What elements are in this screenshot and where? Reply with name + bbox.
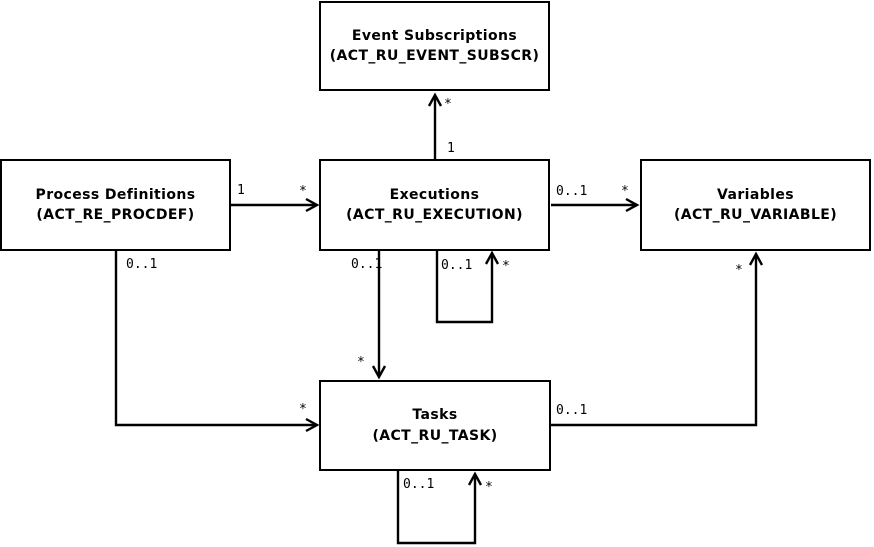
multiplicity-tasks-variables-source: 0..1: [556, 403, 588, 418]
multiplicity-executions-self-source: 0..1: [441, 258, 473, 273]
node-event-subscriptions: Event Subscriptions (ACT_RU_EVENT_SUBSCR…: [319, 1, 550, 91]
node-event-subscriptions-table: (ACT_RU_EVENT_SUBSCR): [329, 48, 540, 64]
node-variables-table: (ACT_RU_VARIABLE): [673, 207, 838, 223]
multiplicity-executions-variables-source: 0..1: [556, 184, 588, 199]
node-tasks: Tasks (ACT_RU_TASK): [319, 380, 551, 471]
node-tasks-title: Tasks: [412, 407, 458, 424]
multiplicity-executions-tasks-target: *: [357, 355, 365, 370]
edge-tasks-self-loop: [396, 470, 483, 545]
edge-executions-self-loop: [435, 250, 500, 324]
multiplicity-procdef-executions-target: *: [299, 184, 307, 199]
node-executions-table: (ACT_RU_EXECUTION): [346, 207, 523, 223]
multiplicity-executions-eventsubscriptions-target: *: [444, 97, 452, 112]
multiplicity-tasks-variables-target: *: [735, 263, 743, 278]
edge-tasks-variables: [551, 251, 764, 427]
multiplicity-tasks-self-source: 0..1: [403, 477, 435, 492]
multiplicity-procdef-executions-source: 1: [237, 183, 245, 198]
multiplicity-tasks-self-target: *: [485, 480, 493, 495]
node-process-definitions-table: (ACT_RE_PROCDEF): [36, 207, 195, 223]
node-variables-title: Variables: [717, 186, 794, 203]
node-process-definitions: Process Definitions (ACT_RE_PROCDEF): [0, 159, 231, 251]
multiplicity-executions-variables-target: *: [621, 184, 629, 199]
multiplicity-executions-tasks-source: 0..1: [351, 257, 383, 272]
node-variables: Variables (ACT_RU_VARIABLE): [640, 159, 871, 251]
node-executions: Executions (ACT_RU_EXECUTION): [319, 159, 550, 251]
node-event-subscriptions-title: Event Subscriptions: [351, 27, 518, 44]
multiplicity-executions-self-target: *: [502, 259, 510, 274]
node-executions-title: Executions: [389, 186, 480, 203]
multiplicity-procdef-tasks-target: *: [299, 402, 307, 417]
multiplicity-executions-eventsubscriptions-source: 1: [447, 141, 455, 156]
multiplicity-procdef-tasks-source: 0..1: [126, 257, 158, 272]
node-tasks-table: (ACT_RU_TASK): [372, 427, 498, 444]
edge-procdef-tasks: [114, 250, 320, 433]
node-process-definitions-title: Process Definitions: [35, 186, 196, 203]
